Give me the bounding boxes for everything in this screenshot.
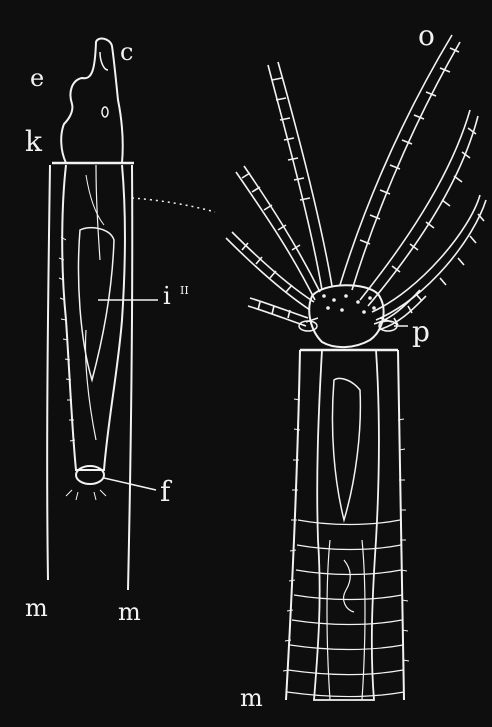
- dotted-line: [132, 198, 215, 212]
- tube-rings: [287, 520, 404, 700]
- right-tube-wall-right: [398, 350, 404, 700]
- label-m-left-1: m: [25, 596, 48, 620]
- label-i-superscript: II: [180, 284, 189, 297]
- label-o: o: [418, 22, 435, 50]
- left-head: [61, 39, 123, 163]
- label-c: c: [120, 40, 133, 64]
- right-specimen: [226, 35, 486, 700]
- label-f: f: [160, 478, 170, 506]
- head-dots: [322, 294, 376, 314]
- label-e: e: [30, 66, 44, 90]
- label-p: p: [412, 318, 430, 346]
- left-foot: [76, 466, 104, 484]
- right-tube-wall-left: [286, 350, 300, 700]
- label-k: k: [25, 128, 42, 156]
- left-specimen: [47, 39, 215, 590]
- label-m-right: m: [240, 686, 263, 710]
- left-head-spot: [102, 107, 108, 117]
- label-i: i: [163, 284, 171, 308]
- left-tube-wall-right: [128, 165, 132, 590]
- left-tube-wall-left: [47, 165, 50, 580]
- label-m-left-2: m: [118, 600, 141, 624]
